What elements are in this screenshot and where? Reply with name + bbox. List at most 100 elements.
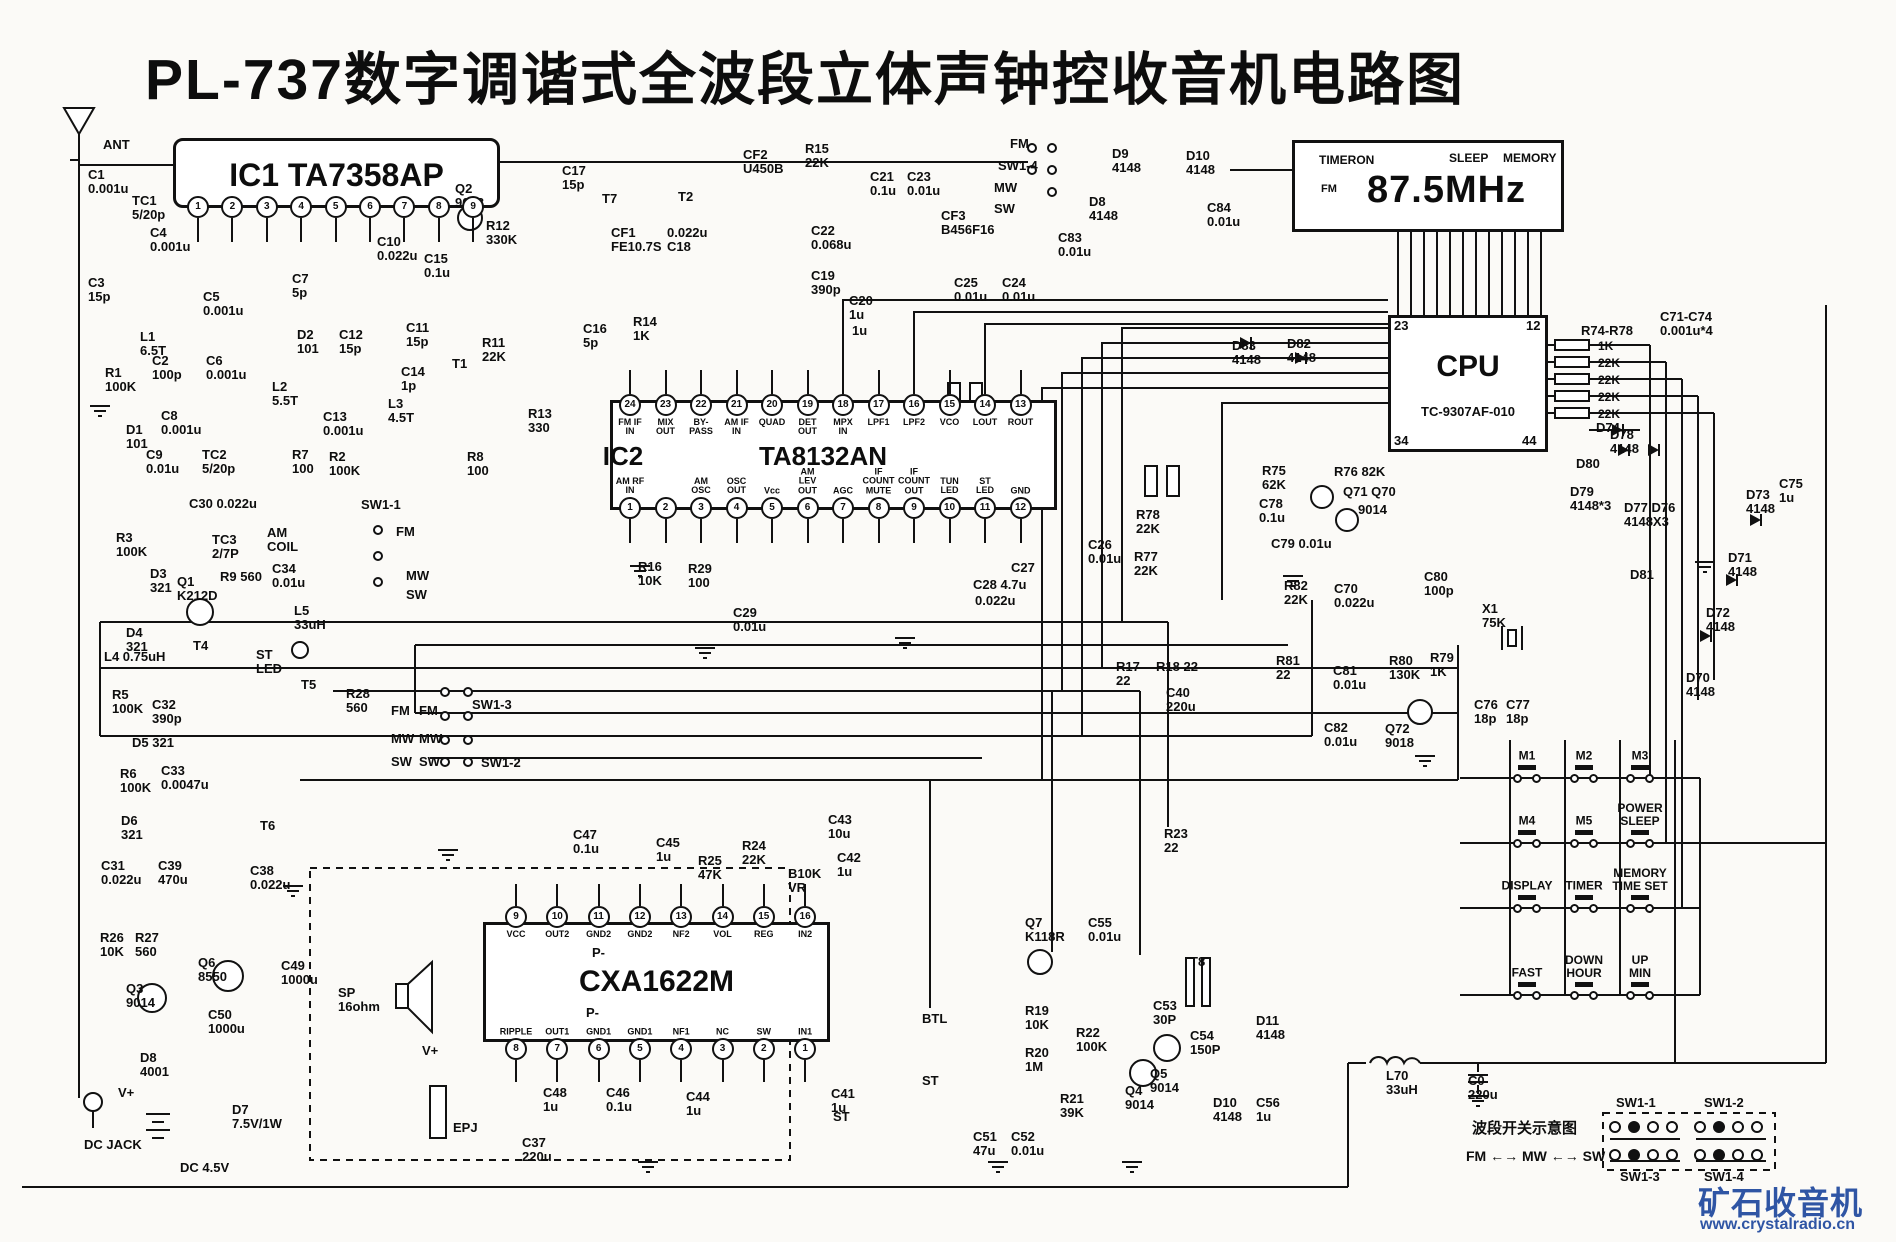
component-label: C24 0.01u [1002, 275, 1036, 305]
ic2-pin-14: 14 [974, 394, 996, 416]
component-label: T7 [602, 191, 618, 206]
component-label: R16 10K [638, 559, 662, 589]
button-memory-time-set-cap [1631, 895, 1649, 900]
ic2-pin-label: ROUT [1007, 417, 1034, 427]
component-label: R3 100K [116, 530, 148, 560]
component-label: FM [1010, 136, 1029, 151]
component-label: C2 100p [152, 353, 182, 383]
button-fast-cap [1518, 982, 1536, 987]
ic2-pin-label: AM IF IN [724, 417, 749, 437]
cxa-pin-label: NC [716, 1026, 729, 1037]
antenna-icon [62, 107, 96, 137]
component-label: V+ [422, 1043, 439, 1058]
ic2-pin-label: GND [1010, 485, 1031, 496]
component-label: R27 560 [135, 930, 159, 960]
component-label: SW1-2 [1704, 1095, 1744, 1110]
component-label: Q71 Q70 [1343, 484, 1396, 499]
component-label: R79 1K [1430, 650, 1454, 680]
component-label: C41 1u [831, 1086, 855, 1116]
wire-stub [948, 370, 951, 394]
wire-stub [265, 218, 268, 242]
wire-stub [877, 519, 880, 543]
button-memory-time-set [1626, 904, 1635, 913]
ic2-pin-12: 12 [1009, 497, 1032, 519]
wire-stub [369, 218, 371, 242]
wire-stub [700, 519, 702, 543]
cxa-pin-1: 1 [794, 1038, 817, 1060]
component-label: Q1 K212D [177, 574, 218, 604]
component-label: C21 0.1u [870, 169, 897, 199]
component-label: CF1 FE10.7S [611, 225, 662, 255]
component-label: R8 100 [467, 449, 489, 479]
component-label: MW [994, 180, 1018, 195]
ic2-part: TA8132AN [758, 441, 888, 471]
component-label: C75 1u [1779, 476, 1803, 506]
component-label: SW1-3 [1620, 1169, 1660, 1184]
wire-stub [437, 218, 440, 242]
component-label: D73 4148 [1746, 487, 1775, 517]
resistor-bank-value: 22K [1598, 390, 1621, 404]
cxa-pin-label: IN1 [798, 1026, 813, 1037]
component-label: Q5 9014 [1150, 1066, 1179, 1096]
component-label: SW1-3 [472, 697, 512, 712]
cxa-pin-11: 11 [587, 906, 610, 928]
ic2-pin-label: AGC [833, 485, 853, 496]
button-up-min [1626, 991, 1635, 1000]
component-label: 44 [1522, 433, 1537, 448]
cxa-pin-label: NF2 [672, 929, 690, 939]
component-label: R80 130K [1389, 653, 1421, 683]
component-label: D10 4148 [1213, 1095, 1242, 1125]
wire-stub [680, 884, 683, 906]
button-m1 [1513, 774, 1522, 783]
wire-stub [664, 370, 667, 394]
component-label: SW1-4 [1704, 1169, 1744, 1184]
component-label: C15 0.1u [424, 251, 451, 281]
resistor-bank-value: 1K [1598, 339, 1614, 353]
component-label: D81 [1630, 567, 1654, 582]
ic2-pin-16: 16 [903, 394, 925, 416]
component-label: D2 101 [297, 327, 319, 357]
component-label: ST [833, 1109, 850, 1124]
cxa-pin-label: VOL [713, 929, 732, 939]
component-label: C31 0.022u [101, 858, 142, 888]
component-label: C56 1u [1256, 1095, 1280, 1125]
component-label: TC1 5/20p [132, 193, 166, 223]
wire-stub [197, 218, 199, 242]
component-label: R20 1M [1025, 1045, 1049, 1075]
wire-stub [638, 884, 641, 906]
component-label: C47 0.1u [573, 827, 600, 857]
button-power-sleep [1626, 839, 1635, 848]
component-label: T8 [1190, 954, 1206, 969]
component-label: C53 30P [1153, 998, 1177, 1028]
button-m4 [1513, 839, 1522, 848]
ic2-pin-2: 2 [654, 497, 677, 519]
component-label: L5 33uH [294, 603, 326, 633]
component-label: CF2 U450B [743, 147, 784, 177]
component-label: T4 [193, 638, 209, 653]
ic2-pin-label: QUAD [758, 417, 786, 427]
component-label: C4 0.001u [150, 225, 191, 255]
ic2-pin-13: 13 [1009, 394, 1032, 416]
component-label: C11 15p [406, 320, 430, 350]
component-label: AM COIL [267, 525, 299, 555]
component-label: Q72 9018 [1385, 721, 1414, 751]
button-display-cap [1518, 895, 1536, 900]
wire-stub [721, 884, 724, 906]
component-label: C40 220u [1166, 685, 1196, 715]
cxa-pin-4: 4 [670, 1038, 693, 1060]
component-label: C43 10u [828, 812, 852, 842]
component-label: D82 4148 [1287, 336, 1316, 366]
component-label: C27 [1011, 560, 1035, 575]
ic2-pin-19: 19 [796, 394, 819, 416]
button-m3-cap [1631, 765, 1649, 770]
ic1-pin-3: 3 [255, 196, 278, 218]
ic2-pin-label: LPF1 [867, 417, 890, 427]
cxa-pin-5: 5 [628, 1038, 651, 1060]
component-label: C54 150P [1190, 1028, 1221, 1058]
component-label: R14 1K [633, 314, 657, 344]
wire-stub [664, 519, 667, 543]
component-label: C50 1000u [208, 1007, 245, 1037]
wire-stub [762, 884, 765, 906]
component-label: D5 321 [132, 735, 174, 750]
component-label: Q7 K118R [1025, 915, 1065, 945]
